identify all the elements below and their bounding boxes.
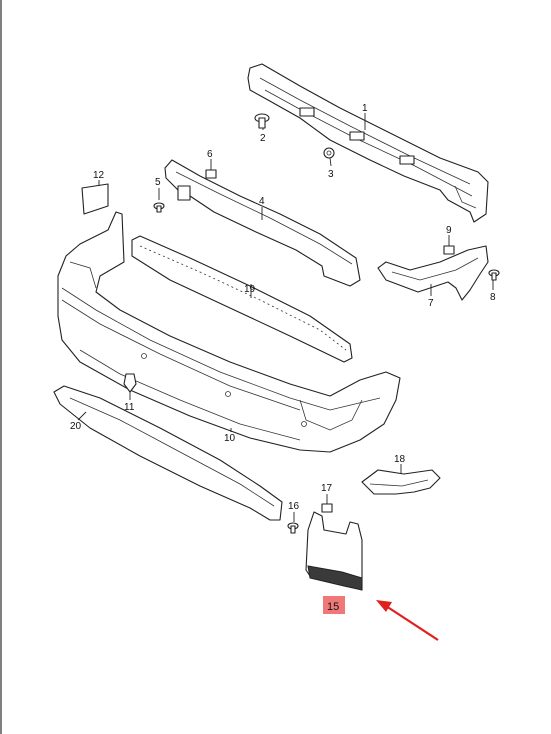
- callout-6[interactable]: 6: [207, 149, 213, 160]
- callout-15-highlight-box: [323, 596, 345, 614]
- part-20-diffuser[interactable]: [53, 385, 283, 521]
- part-7-side-bracket[interactable]: [377, 245, 489, 301]
- callout-4[interactable]: 4: [259, 196, 265, 207]
- callout-3[interactable]: 3: [328, 169, 334, 180]
- callout-12[interactable]: 12: [93, 170, 105, 181]
- arrow-head: [376, 600, 392, 612]
- callout-16[interactable]: 16: [288, 501, 300, 512]
- part-17-clip[interactable]: [321, 503, 333, 513]
- red-pointer-arrow: [376, 600, 439, 641]
- part-12-plate[interactable]: [81, 183, 109, 215]
- leader-20: [77, 411, 87, 421]
- part-3-nut[interactable]: [323, 147, 335, 159]
- callout-2[interactable]: 2: [260, 133, 266, 144]
- part-8-screw[interactable]: [488, 269, 500, 281]
- callout-20[interactable]: 20: [70, 421, 82, 432]
- callout-8[interactable]: 8: [490, 292, 496, 303]
- part-19-trim-strip[interactable]: [131, 235, 353, 363]
- part-4-mounting-bracket[interactable]: [164, 159, 361, 287]
- callout-11[interactable]: 11: [124, 402, 135, 413]
- callout-15-highlight[interactable]: 15: [323, 596, 345, 614]
- part-11-clip[interactable]: [123, 373, 137, 393]
- part-15-mud-flap[interactable]: [305, 511, 363, 591]
- part-9-clip[interactable]: [443, 245, 455, 255]
- part-5-screw[interactable]: [153, 202, 165, 213]
- callout-17[interactable]: 17: [321, 483, 333, 494]
- part-16-screw[interactable]: [287, 522, 299, 534]
- callout-1[interactable]: 1: [362, 103, 368, 114]
- callout-labels: 1 2 3 4 5 6 7 8 9 10 11 12 16 17 18 19 2…: [70, 103, 496, 512]
- leader-lines: [77, 113, 494, 522]
- callout-9[interactable]: 9: [446, 225, 452, 236]
- arrow-shaft: [385, 605, 439, 641]
- callout-5[interactable]: 5: [155, 177, 161, 188]
- callout-19[interactable]: 19: [244, 284, 256, 295]
- callout-15[interactable]: 15: [327, 601, 339, 613]
- callout-10[interactable]: 10: [224, 433, 236, 444]
- part-10-bumper-cover[interactable]: [57, 211, 401, 453]
- part-2-bolt[interactable]: [254, 113, 270, 129]
- leader-3: [329, 157, 332, 167]
- callout-7[interactable]: 7: [428, 298, 434, 309]
- callout-18[interactable]: 18: [394, 454, 406, 465]
- part-1-cross-member[interactable]: [247, 63, 489, 223]
- part-6-clip[interactable]: [205, 169, 217, 179]
- part-18-small-bracket[interactable]: [361, 469, 441, 495]
